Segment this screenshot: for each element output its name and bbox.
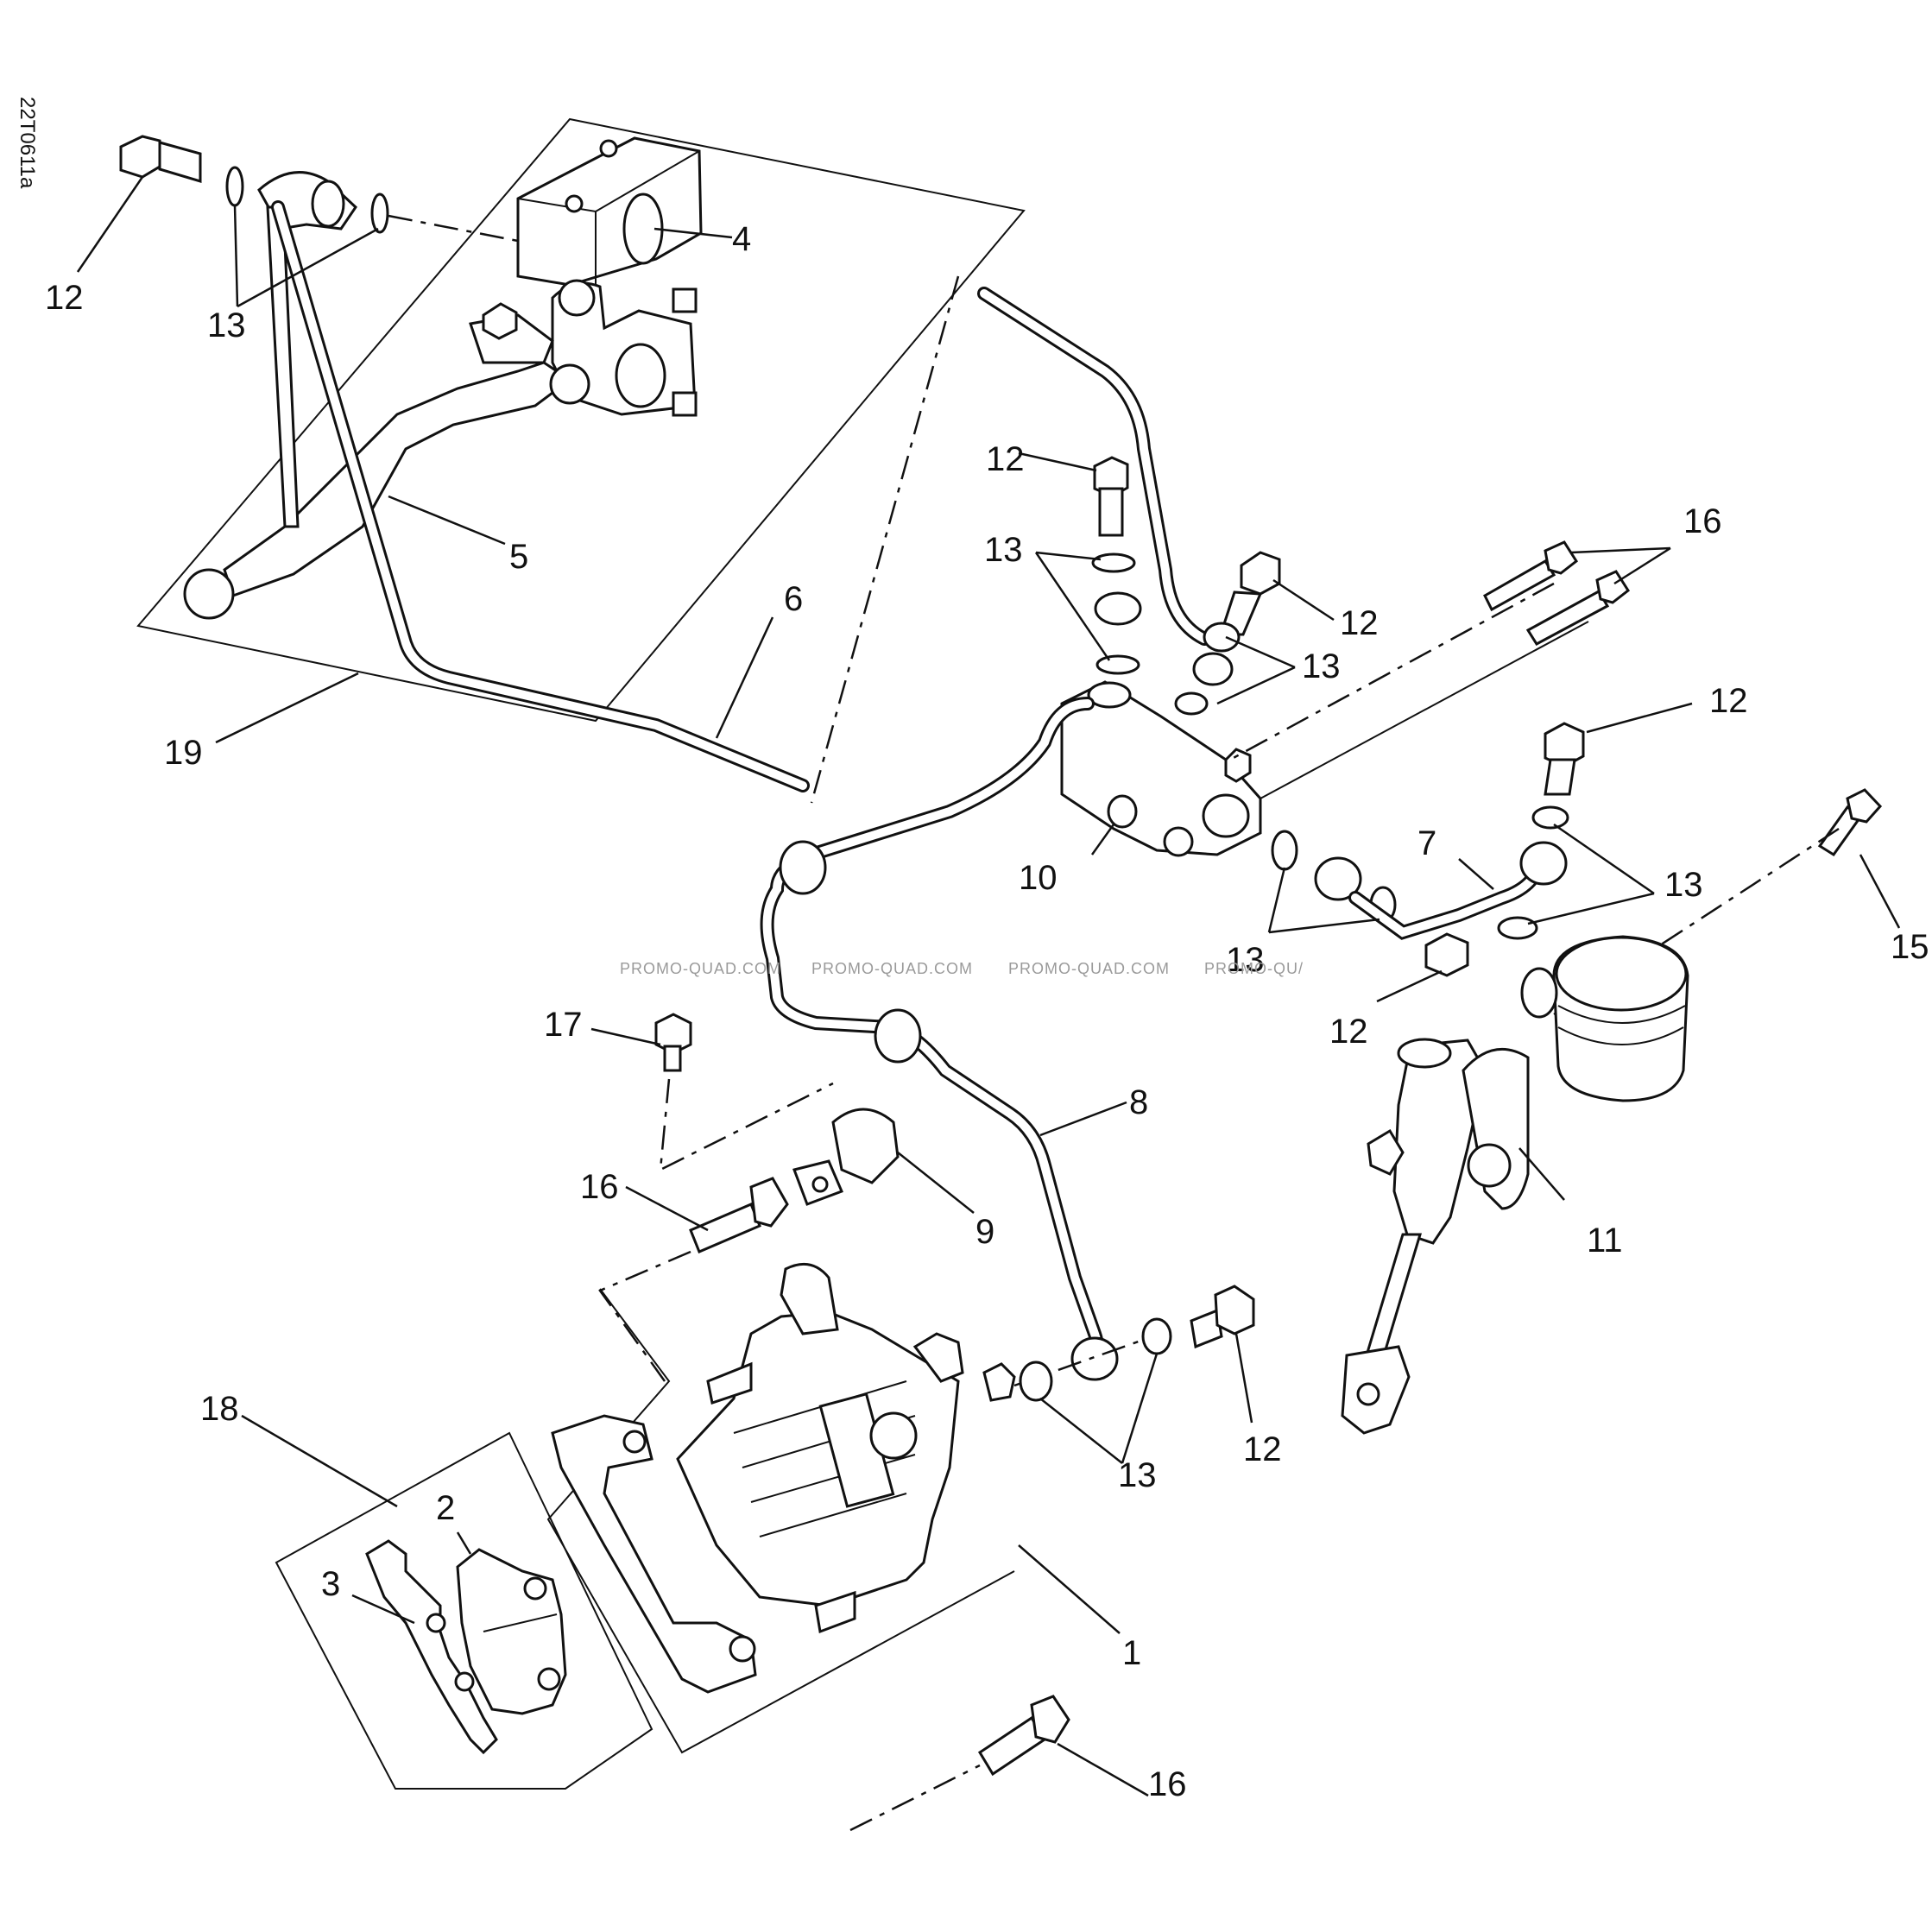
bolt-14 — [1817, 788, 1883, 857]
callout-8: 8 — [1129, 1083, 1148, 1121]
washer-13-j — [1531, 805, 1569, 830]
banjo-eye-junction-2 — [1192, 652, 1234, 686]
callout-17: 17 — [544, 1006, 583, 1044]
callout-13: 13 — [1118, 1456, 1157, 1494]
bolt-15-upper — [1483, 540, 1578, 612]
brake-caliper-1 — [676, 1262, 1016, 1634]
watermark-text: PROMO-QUAD.COM — [620, 960, 781, 977]
washer-13-b — [370, 193, 389, 234]
callout-18: 18 — [200, 1390, 239, 1428]
kit-outline-1 — [546, 1288, 1015, 1754]
kit-outline-18 — [275, 1431, 653, 1790]
watermark-text: PROMO-QU/ — [1204, 960, 1304, 977]
callout-16: 16 — [1148, 1765, 1187, 1803]
callout-12: 12 — [45, 279, 84, 317]
callout-19: 19 — [164, 734, 203, 772]
callout-10: 10 — [1019, 859, 1058, 897]
drawing-code: 22T0611a — [16, 97, 39, 189]
callout-15: 16 — [1683, 502, 1722, 540]
banjo-eye-junction — [1094, 591, 1142, 626]
callout-4: 4 — [732, 220, 751, 258]
leader-lines — [76, 176, 1901, 1797]
banjo-bolt-junction-top — [1093, 456, 1129, 537]
watermark-text: PROMO-QUAD.COM — [1008, 960, 1170, 977]
banjo-bolt-caliper — [1190, 1285, 1255, 1349]
banjo-bolt-pipe-7 — [1424, 932, 1469, 977]
banjo-bolt-rear-mc — [1544, 722, 1585, 796]
bolt-17 — [654, 1013, 692, 1072]
callout-5: 5 — [509, 538, 528, 576]
watermark: PROMO-QUAD.COM PROMO-QUAD.COM PROMO-QUAD… — [620, 960, 1304, 977]
caliper-bracket — [551, 1414, 757, 1694]
center-line-15a — [1229, 582, 1555, 761]
callout-12: 12 — [1243, 1430, 1282, 1468]
hose-grommet-lower — [874, 1008, 922, 1064]
callout-9: 9 — [975, 1213, 994, 1251]
washer-13-g — [1271, 830, 1298, 871]
brake-hose-8 — [760, 697, 1104, 1364]
callout-6: 6 — [784, 580, 803, 618]
callout-7: 7 — [1417, 824, 1436, 862]
watermark-text: PROMO-QUAD.COM — [811, 960, 973, 977]
junction-block-10 — [1060, 680, 1262, 857]
brake-hose-upper — [977, 287, 1211, 646]
callout-12: 12 — [986, 440, 1025, 478]
callout-12: 12 — [1340, 604, 1379, 642]
callout-3: 3 — [321, 1565, 340, 1603]
center-line-16a — [598, 1250, 691, 1382]
washer-13-c — [1091, 552, 1136, 573]
washer-13-d — [1095, 654, 1140, 675]
banjo-eye-7b — [1519, 841, 1568, 886]
banjo-eye-7a — [1314, 856, 1362, 901]
center-line-hose — [810, 275, 960, 804]
callout-12: 12 — [1329, 1013, 1368, 1051]
callout-labels: 12 13 4 5 6 19 12 13 12 13 16 12 10 7 13… — [45, 220, 1929, 1803]
center-line-17 — [659, 1078, 834, 1172]
washer-13-e — [1203, 622, 1241, 653]
callout-13: 13 — [1302, 647, 1341, 685]
callout-12: 12 — [1709, 682, 1748, 720]
rear-master-cylinder-11 — [1341, 935, 1689, 1435]
bolt-15-lower — [1525, 570, 1630, 646]
callout-2: 2 — [436, 1489, 455, 1527]
banjo-bolt-junction-right — [1218, 551, 1281, 636]
callout-13: 13 — [984, 531, 1023, 569]
brake-lever-part — [183, 361, 590, 620]
callout-13: 13 — [1664, 866, 1703, 904]
center-line-top — [388, 214, 523, 243]
washer-13-f — [1174, 691, 1209, 716]
center-line-15b — [1260, 621, 1589, 799]
banjo-bolt-top-left — [119, 135, 202, 184]
callout-1: 1 — [1122, 1634, 1141, 1672]
bolt-16-lower — [977, 1695, 1070, 1777]
brake-hose-6 — [271, 200, 810, 792]
hose-clamp-9 — [792, 1108, 900, 1206]
washer-13-l — [1141, 1317, 1172, 1355]
callout-13: 13 — [1226, 941, 1265, 979]
callout-16: 16 — [580, 1168, 619, 1206]
hose-grommet-upper — [779, 840, 827, 895]
callout-11: 11 — [1587, 1222, 1623, 1260]
callout-14: 15 — [1891, 928, 1929, 966]
washer-13-a — [225, 166, 244, 207]
washer-13-k — [1019, 1361, 1053, 1402]
pad-spring-3 — [365, 1539, 498, 1755]
banjo-eye-caliper — [1070, 1336, 1119, 1381]
callout-13: 13 — [207, 306, 246, 344]
brake-pad-2 — [456, 1548, 567, 1715]
washer-13-i — [1497, 916, 1538, 940]
bolt-16-upper — [689, 1177, 789, 1253]
center-line-16b — [849, 1764, 981, 1832]
